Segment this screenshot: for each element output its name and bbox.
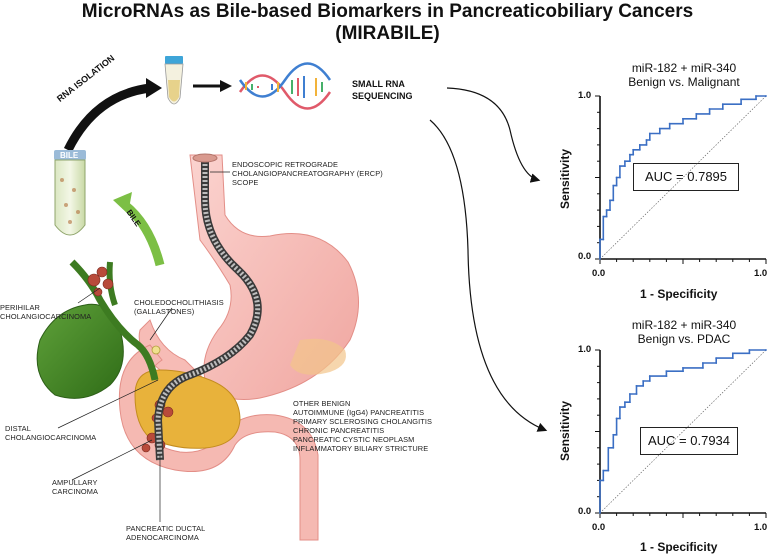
rna-isolation-arrow xyxy=(63,78,162,153)
roc1-xtick-left: 0.0 xyxy=(592,268,606,279)
roc2-auc-box: AUC = 0.7934 xyxy=(640,427,738,455)
connector-arrow-bottom xyxy=(429,119,548,432)
roc2-title-line1: miR-182 + miR-340 xyxy=(631,318,737,332)
tumor-perihilar-icon xyxy=(87,266,114,297)
ercp-label: ENDOSCOPIC RETROGRADE CHOLANGIOPANCREATO… xyxy=(232,160,383,187)
roc1-auc-box: AUC = 0.7895 xyxy=(633,163,739,191)
perihilar-line2: CHOLANGIOCARCINOMA xyxy=(0,312,92,321)
ampullary-line1: AMPULLARY xyxy=(52,478,98,487)
roc1-ytick-bottom: 0.0 xyxy=(578,251,592,262)
page-title: MicroRNAs as Bile-based Biomarkers in Pa… xyxy=(81,1,694,22)
ercp-line2: CHOLANGIOPANCREATOGRAPHY (ERCP) xyxy=(232,169,383,178)
roc1-title-line1: miR-182 + miR-340 xyxy=(631,61,737,75)
leader-lines xyxy=(57,171,230,522)
dna-helix-icon xyxy=(238,62,332,110)
roc2-xtick-right: 1.0 xyxy=(754,522,768,533)
sample-tube-icon xyxy=(164,56,184,105)
choledo-line2: (GALLASTONES) xyxy=(134,307,195,316)
roc1-xlabel: 1 - Specificity xyxy=(640,287,718,301)
ampullary-line2: CARCINOMA xyxy=(52,487,99,496)
distal-line2: CHOLANGIOCARCINOMA xyxy=(5,433,97,442)
roc1-title-line2: Benign vs. Malignant xyxy=(628,75,740,89)
other-benign-list: OTHER BENIGN AUTOIMMUNE (IgG4) PANCREATI… xyxy=(293,399,432,453)
small-rna-line1: SMALL RNA xyxy=(352,79,405,89)
roc1-ylabel: Sensitivity xyxy=(558,148,573,210)
choledo-line1: CHOLEDOCHOLITHIASIS xyxy=(134,298,224,307)
pdac-line2: ADENOCARCINOMA xyxy=(126,533,199,542)
perihilar-line1: PERIHILAR xyxy=(0,303,40,312)
distal-label: DISTAL CHOLANGIOCARCINOMA xyxy=(5,424,96,442)
connector-arrow-top xyxy=(446,87,541,183)
roc2-ytick-top: 1.0 xyxy=(578,344,592,355)
roc2-title-line2: Benign vs. PDAC xyxy=(637,332,731,346)
other-benign-item: AUTOIMMUNE (IgG4) PANCREATITIS xyxy=(293,408,425,417)
pdac-label: PANCREATIC DUCTAL ADENOCARCINOMA xyxy=(126,524,205,542)
choledocholithiasis-label: CHOLEDOCHOLITHIASIS (GALLASTONES) xyxy=(134,298,224,316)
other-benign-item: PANCREATIC CYSTIC NEOPLASM xyxy=(293,435,415,444)
bile-arrow-icon xyxy=(113,192,165,267)
other-benign-item: INFLAMMATORY BILIARY STRICTURE xyxy=(293,444,429,453)
bile-tube-label: BILE xyxy=(60,151,79,160)
roc1-ytick-top: 1.0 xyxy=(578,90,592,101)
small-rna-label: SMALL RNA SEQUENCING xyxy=(352,78,413,102)
ercp-line3: SCOPE xyxy=(232,178,259,187)
perihilar-label: PERIHILAR CHOLANGIOCARCINOMA xyxy=(0,303,91,321)
roc1-xtick-right: 1.0 xyxy=(754,268,768,279)
pdac-line1: PANCREATIC DUCTAL xyxy=(126,524,206,533)
roc2-xtick-left: 0.0 xyxy=(592,522,606,533)
roc2-title: miR-182 + miR-340 Benign vs. PDAC xyxy=(584,318,775,346)
distal-line1: DISTAL xyxy=(5,424,31,433)
small-rna-line2: SEQUENCING xyxy=(352,91,413,101)
other-benign-item: CHRONIC PANCREATITIS xyxy=(293,426,385,435)
roc2-xlabel: 1 - Specificity xyxy=(640,540,718,554)
roc2-ytick-bottom: 0.0 xyxy=(578,506,592,517)
ercp-scope-icon xyxy=(153,153,262,461)
page-subtitle: (MIRABILE) xyxy=(335,23,440,44)
roc1-title: miR-182 + miR-340 Benign vs. Malignant xyxy=(584,61,775,89)
roc2-ylabel: Sensitivity xyxy=(558,400,573,462)
ercp-line1: ENDOSCOPIC RETROGRADE xyxy=(232,160,338,169)
bile-tube-icon xyxy=(54,150,86,236)
other-benign-title: OTHER BENIGN xyxy=(293,399,351,408)
ampullary-label: AMPULLARY CARCINOMA xyxy=(52,478,98,496)
to-sequencing-arrow xyxy=(193,80,232,92)
other-benign-item: PRIMARY SCLEROSING CHOLANGITIS xyxy=(293,417,433,426)
